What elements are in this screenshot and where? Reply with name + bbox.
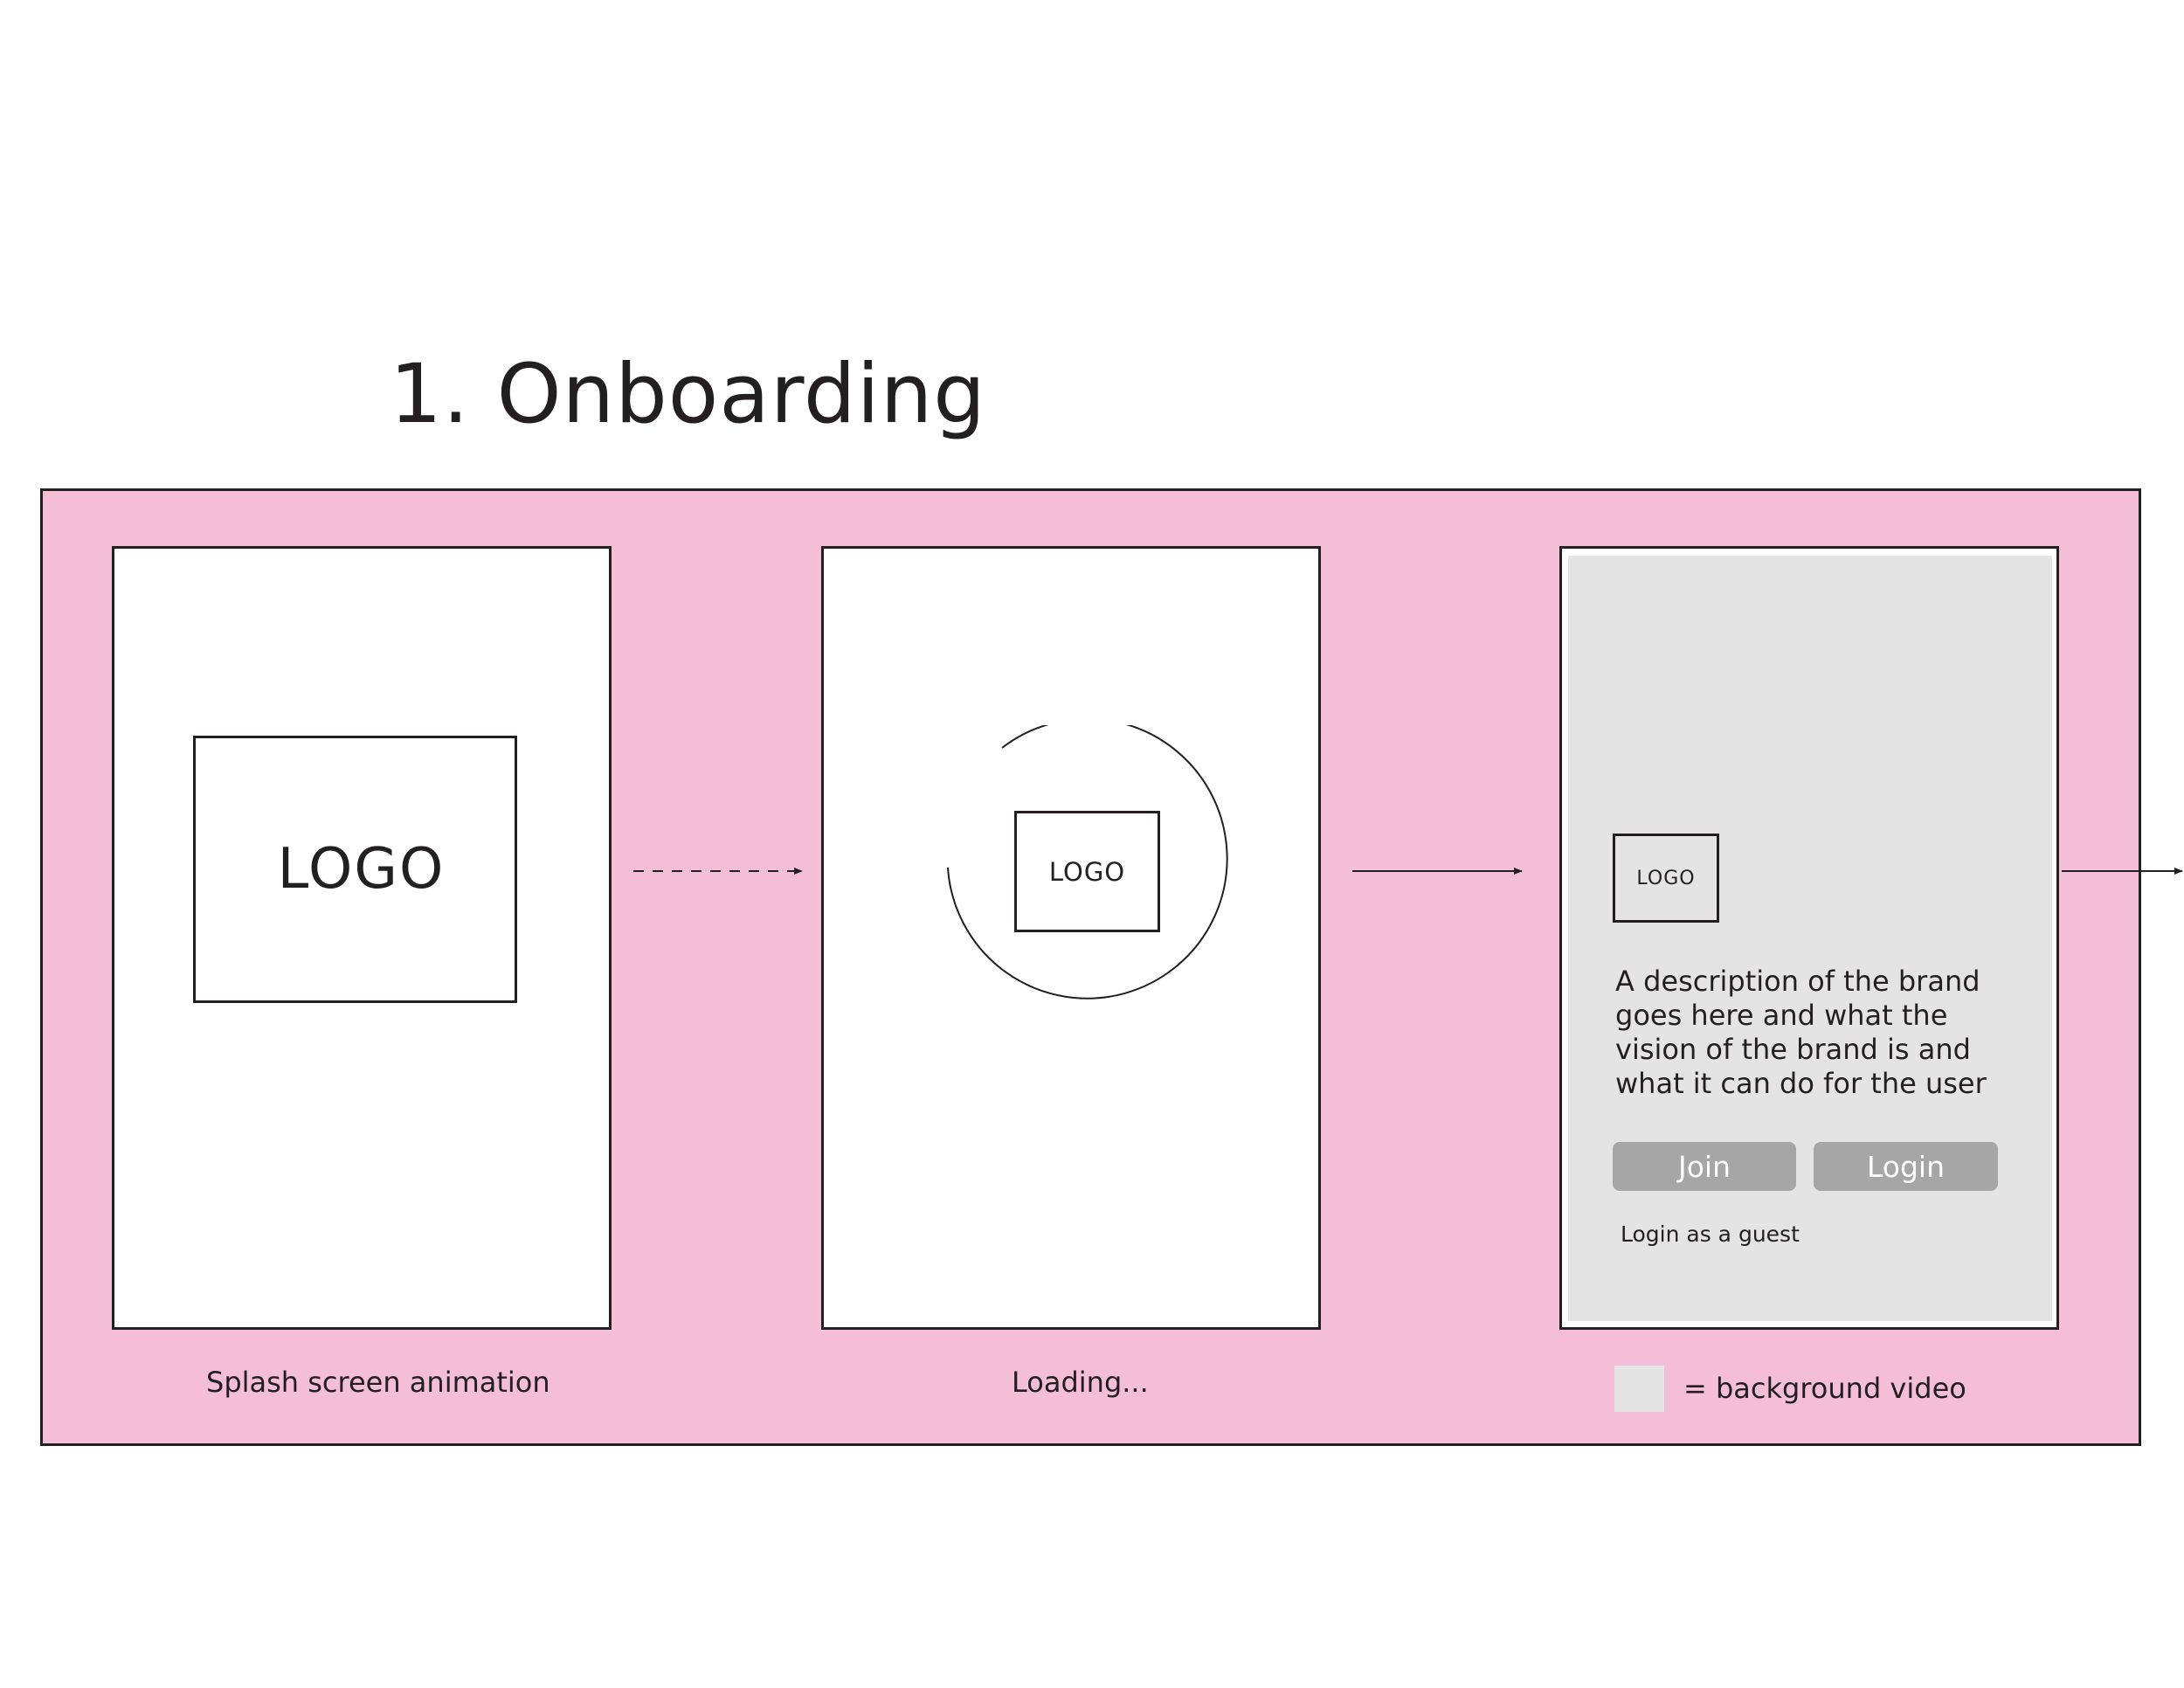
splash-screen: LOGO: [112, 546, 612, 1330]
join-button[interactable]: Join: [1613, 1142, 1796, 1191]
welcome-screen: LOGO A description of the brand goes her…: [1559, 546, 2059, 1330]
login-button[interactable]: Login: [1814, 1142, 1998, 1191]
welcome-logo: LOGO: [1613, 834, 1719, 923]
loading-screen: LOGO: [821, 546, 1321, 1330]
loading-logo: LOGO: [1014, 811, 1160, 932]
background-video: [1568, 556, 2052, 1321]
splash-caption: Splash screen animation: [206, 1366, 550, 1399]
legend-swatch: [1614, 1366, 1664, 1412]
page-title: 1. Onboarding: [390, 347, 986, 442]
legend-label: = background video: [1683, 1372, 1966, 1405]
loading-spinner-icon: [947, 725, 1228, 1000]
loading-caption: Loading...: [1012, 1366, 1149, 1399]
guest-login-link[interactable]: Login as a guest: [1621, 1221, 1800, 1247]
brand-description: A description of the brand goes here and…: [1615, 965, 1987, 1100]
splash-logo: LOGO: [193, 736, 517, 1003]
